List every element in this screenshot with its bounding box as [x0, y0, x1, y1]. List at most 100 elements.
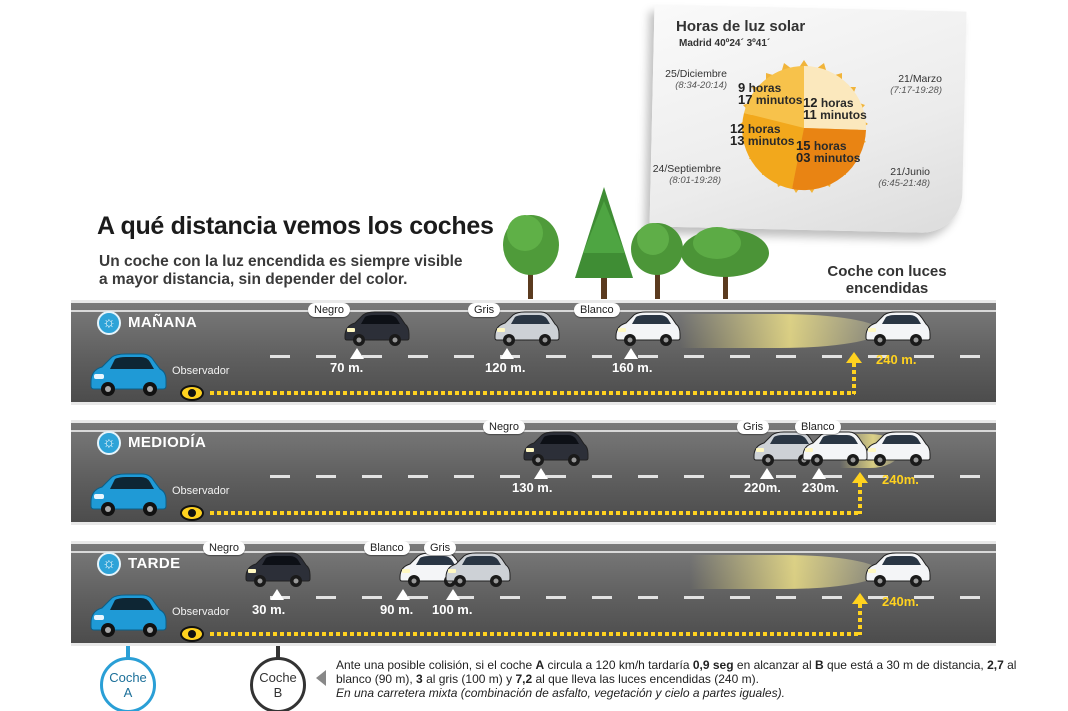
road-lane [71, 544, 996, 643]
observer-label: Observador [172, 365, 230, 377]
distance-marker [446, 589, 460, 600]
headlight-beam [680, 314, 880, 348]
wedge-mar-label: 12 horas 11 minutos [803, 95, 867, 122]
car-color-label: Negro [203, 541, 245, 555]
road-dashes [270, 475, 990, 478]
sun-icon: ☼ [97, 552, 121, 576]
wedge-dec-label: 9 horas 17 minutos [738, 80, 803, 107]
pie-wedge-dec [744, 66, 804, 128]
observer-car [88, 472, 168, 521]
sight-line [210, 511, 861, 515]
observer-label: Observador [172, 485, 230, 497]
sight-line-vertical [858, 604, 862, 635]
car-white [396, 551, 466, 592]
car-b-connector [276, 646, 280, 660]
eye-icon [180, 385, 204, 401]
arrow-up-icon [846, 352, 862, 363]
tree-1 [503, 215, 559, 299]
distance-marker [350, 348, 364, 359]
observer-label: Observador [172, 606, 230, 618]
trees [503, 187, 769, 299]
distance-marker [760, 468, 774, 479]
page-subtitle: Un coche con la luz encendida es siempre… [99, 253, 463, 288]
distance-marker [396, 589, 410, 600]
pie-wedge-mar [804, 65, 867, 130]
car-white [799, 430, 869, 471]
pie-wedge-jun [792, 128, 866, 191]
road-line [71, 310, 996, 312]
road-edge-bottom [71, 643, 996, 646]
sight-line-vertical [858, 483, 862, 514]
period-label: MEDIODÍA [128, 434, 207, 451]
road-edge-bottom [71, 522, 996, 525]
wedge-sep-label: 12 horas 13 minutos [730, 121, 795, 148]
tree-3 [631, 223, 683, 299]
distance-label: 160 m. [612, 360, 653, 375]
observer-car [88, 352, 168, 401]
lights-distance-label: 240 m. [876, 352, 917, 367]
date-mar: 21/Marzo(7:17-19:28) [890, 73, 942, 96]
car-color-label: Blanco [574, 303, 620, 317]
sight-line [210, 391, 855, 395]
distance-label: 220m. [744, 480, 781, 495]
road-edge-top [71, 300, 996, 303]
car-color-label: Blanco [364, 541, 410, 555]
distance-label: 30 m. [252, 602, 286, 617]
sun-icon: ☼ [97, 431, 121, 455]
car-lights-on [862, 430, 932, 471]
car-a-connector [126, 646, 130, 660]
pie-wedge-sep [742, 113, 804, 189]
sight-line [210, 632, 861, 636]
headlight-beam [690, 555, 880, 589]
arrow-up-icon [852, 472, 868, 483]
arrow-up-icon [852, 593, 868, 604]
page-title: A qué distancia vemos los coches [97, 212, 494, 240]
road-dashes [270, 596, 990, 599]
date-dec: 25/Diciembre(8:34-20:14) [665, 68, 727, 91]
car-grey [491, 310, 561, 351]
car-dark [520, 430, 590, 471]
distance-label: 100 m. [432, 602, 473, 617]
car-color-label: Gris [737, 420, 770, 434]
distance-marker [500, 348, 514, 359]
car-color-label: Negro [308, 303, 350, 317]
sun-panel-subtitle: Madrid 40º24´ 3º41´ [679, 38, 771, 49]
car-color-label: Gris [424, 541, 457, 555]
car-lights-on [862, 310, 932, 351]
tree-2 [575, 187, 633, 299]
period-label: TARDE [128, 555, 181, 572]
eye-icon [180, 505, 204, 521]
road-line [71, 551, 996, 553]
car-color-label: Gris [468, 303, 501, 317]
note-footnote: En una carretera mixta (combinación de a… [336, 686, 785, 700]
wedge-jun-label: 15 horas 03 minutos [796, 138, 861, 165]
collision-note: Ante una posible colisión, si el coche A… [336, 658, 1017, 700]
sun-panel-title: Horas de luz solar [676, 18, 806, 35]
observer-car [88, 593, 168, 642]
distance-label: 70 m. [330, 360, 364, 375]
road-edge-top [71, 541, 996, 544]
distance-marker [624, 348, 638, 359]
road-edge-bottom [71, 402, 996, 405]
eye-icon [180, 626, 204, 642]
car-lights-on [862, 551, 932, 592]
car-white [612, 310, 682, 351]
car-dark [341, 310, 411, 351]
car-dark [242, 551, 312, 592]
distance-marker [270, 589, 284, 600]
road-edge-top [71, 420, 996, 423]
distance-label: 230m. [802, 480, 839, 495]
distance-marker [812, 468, 826, 479]
tree-4 [681, 227, 769, 299]
note-pointer [316, 670, 326, 686]
lights-distance-label: 240m. [882, 472, 919, 487]
car-color-label: Blanco [795, 420, 841, 434]
period-label: MAÑANA [128, 314, 198, 331]
distance-label: 90 m. [380, 602, 414, 617]
sun-hours-pie [740, 60, 868, 193]
car-grey [750, 430, 820, 471]
